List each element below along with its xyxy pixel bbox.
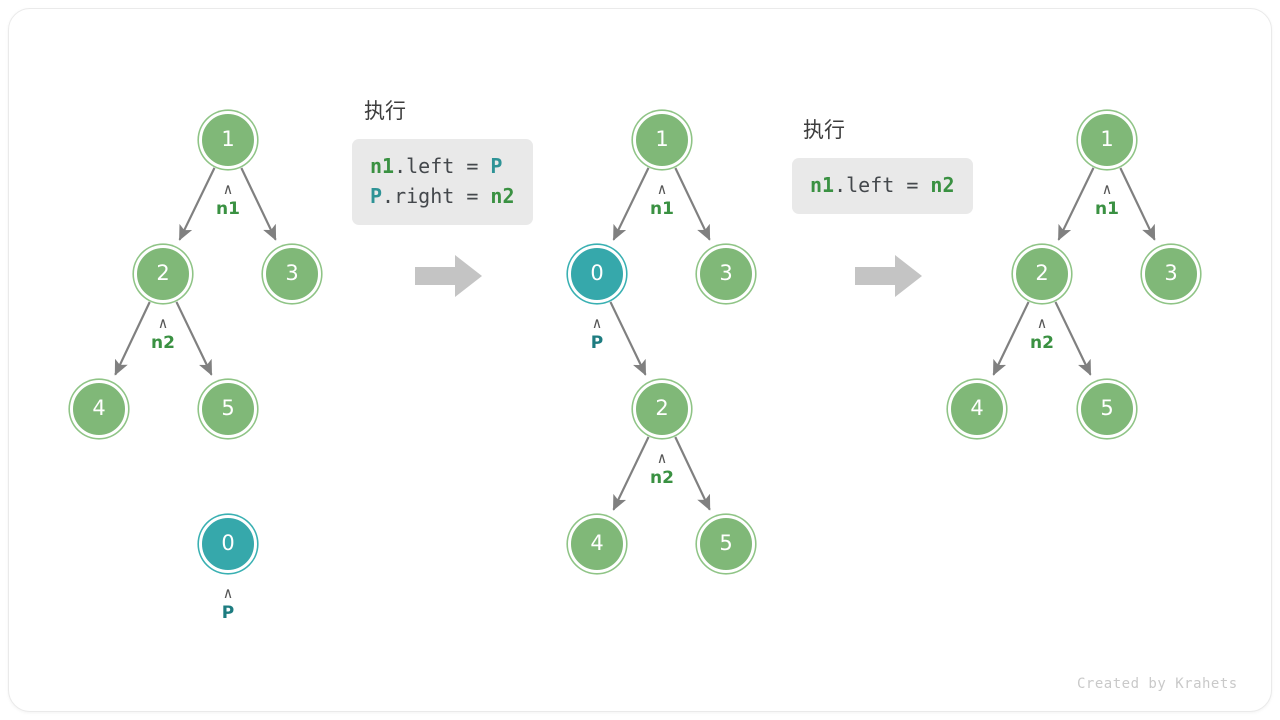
pointer-label: ∧n1 <box>1077 182 1137 218</box>
transition-arrow-icon <box>855 254 923 302</box>
tree-node-value: 1 <box>655 126 669 151</box>
code-line: n1.left = n2 <box>810 170 955 200</box>
caret-up-icon: ∧ <box>1037 314 1047 332</box>
caret-up-icon: ∧ <box>223 584 233 602</box>
pointer-label: ∧n2 <box>1012 316 1072 352</box>
tree-node-value: 5 <box>719 530 733 555</box>
tree-node: 4 <box>568 515 626 573</box>
pointer-label-text: P <box>221 603 235 623</box>
tree-node-value: 2 <box>1035 260 1049 285</box>
tree-node: 1 <box>199 111 257 169</box>
pointer-label: ∧n2 <box>632 451 692 487</box>
caret-up-icon: ∧ <box>592 314 602 332</box>
tree-node-value: 4 <box>590 530 604 555</box>
tree-node: 2 <box>1013 245 1071 303</box>
caret-up-icon: ∧ <box>223 180 233 198</box>
tree-node-value: 4 <box>92 395 106 420</box>
watermark: Created by Krahets <box>1077 676 1238 692</box>
tree-node-value: 3 <box>285 260 299 285</box>
transition-arrow-icon <box>415 254 483 302</box>
pointer-label-text: n2 <box>650 468 674 488</box>
code-token: n1 <box>810 173 835 197</box>
tree-node: 1 <box>1078 111 1136 169</box>
tree-node-value: 1 <box>221 126 235 151</box>
code-token: P <box>370 184 383 208</box>
pointer-label: ∧P <box>198 586 258 622</box>
exec-heading: 执行 <box>364 99 406 123</box>
code-token: P <box>490 154 503 178</box>
code-token: n1 <box>370 154 395 178</box>
code-snippet-box: n1.left = n2 <box>792 158 973 214</box>
caret-up-icon: ∧ <box>158 314 168 332</box>
tree-node: 1 <box>633 111 691 169</box>
tree-node: 5 <box>697 515 755 573</box>
tree-node-value: 4 <box>970 395 984 420</box>
tree-node-value: 5 <box>1100 395 1114 420</box>
caret-up-icon: ∧ <box>657 180 667 198</box>
code-token: n2 <box>930 173 955 197</box>
tree-node-value: 2 <box>156 260 170 285</box>
pointer-label-text: n1 <box>216 199 240 219</box>
code-token: .left = <box>834 173 931 197</box>
tree-node-value: 5 <box>221 395 235 420</box>
pointer-label-text: n2 <box>151 333 175 353</box>
tree-node: 0 <box>568 245 626 303</box>
code-token: .left = <box>394 154 491 178</box>
tree-node: 2 <box>134 245 192 303</box>
code-line: P.right = n2 <box>370 181 515 211</box>
pointer-label-text: n1 <box>650 199 674 219</box>
code-line: n1.left = P <box>370 151 515 181</box>
caret-up-icon: ∧ <box>657 449 667 467</box>
tree-node: 3 <box>1142 245 1200 303</box>
tree-node-value: 0 <box>221 530 235 555</box>
pointer-label: ∧n1 <box>632 182 692 218</box>
code-token: .right = <box>382 184 491 208</box>
tree-node-value: 1 <box>1100 126 1114 151</box>
caret-up-icon: ∧ <box>1102 180 1112 198</box>
tree-node-value: 3 <box>1164 260 1178 285</box>
tree-node: 5 <box>199 380 257 438</box>
tree-node: 3 <box>263 245 321 303</box>
pointer-label: ∧n1 <box>198 182 258 218</box>
pointer-label-text: n2 <box>1030 333 1054 353</box>
pointer-label: ∧P <box>567 316 627 352</box>
pointer-label-text: P <box>590 333 604 353</box>
pointer-label-text: n1 <box>1095 199 1119 219</box>
tree-node-value: 3 <box>719 260 733 285</box>
tree-node: 5 <box>1078 380 1136 438</box>
tree-node: 4 <box>948 380 1006 438</box>
tree-node: 4 <box>70 380 128 438</box>
exec-heading: 执行 <box>803 118 845 142</box>
tree-node-value: 2 <box>655 395 669 420</box>
tree-node: 3 <box>697 245 755 303</box>
tree-node-value: 0 <box>590 260 604 285</box>
code-token: n2 <box>490 184 515 208</box>
tree-node: 0 <box>199 515 257 573</box>
pointer-label: ∧n2 <box>133 316 193 352</box>
tree-node: 2 <box>633 380 691 438</box>
